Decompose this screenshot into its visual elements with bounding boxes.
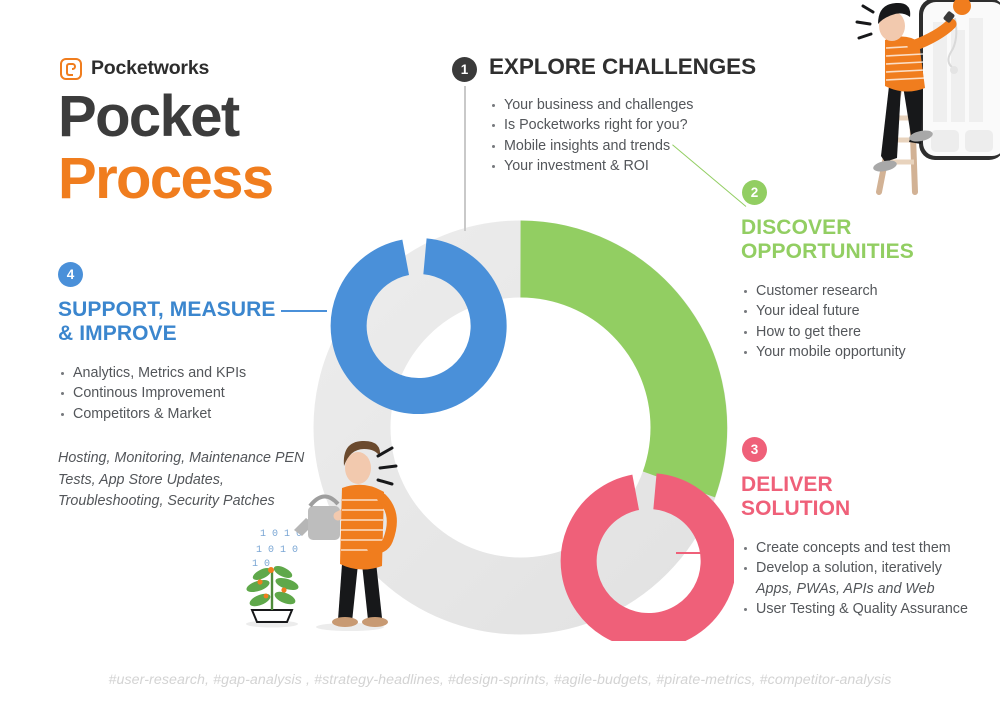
section-3-bullet-list: Create concepts and test them Develop a … bbox=[741, 538, 996, 619]
donut-accent-ring-support bbox=[330, 238, 507, 415]
section-2-heading-line1: DISCOVER bbox=[741, 216, 852, 239]
list-item: Continous Improvement bbox=[58, 383, 328, 403]
section-4-heading-line1: SUPPORT, MEASURE bbox=[58, 298, 276, 321]
section-4-heading-line2: & IMPROVE bbox=[58, 321, 177, 345]
footer-hashtags: #user-research, #gap-analysis , #strateg… bbox=[108, 672, 892, 688]
pocketworks-logo-icon bbox=[60, 57, 82, 80]
section-4-bullet-list: Analytics, Metrics and KPIs Continous Im… bbox=[58, 363, 328, 424]
section-explore-challenges: EXPLORE CHALLENGES Your business and cha… bbox=[489, 54, 789, 176]
page-title-line1: Pocket bbox=[58, 84, 240, 149]
list-item: Develop a solution, iteratively Apps, PW… bbox=[741, 558, 996, 599]
list-item: User Testing & Quality Assurance bbox=[741, 599, 996, 619]
section-deliver-solution: DELIVER SOLUTION Create concepts and tes… bbox=[741, 473, 996, 619]
section-4-note: Hosting, Monitoring, Maintenance PEN Tes… bbox=[58, 449, 305, 510]
list-item: Your mobile opportunity bbox=[741, 342, 991, 362]
list-item: Is Pocketworks right for you? bbox=[489, 115, 789, 135]
painter-on-ladder-illustration bbox=[845, 0, 1000, 196]
brand-logo: Pocketworks bbox=[60, 57, 209, 80]
svg-text:1 0 1 0: 1 0 1 0 bbox=[260, 529, 302, 540]
section-2-heading: DISCOVER OPPORTUNITIES bbox=[741, 216, 991, 263]
stage-badge-4: 4 bbox=[58, 262, 83, 287]
list-item: Customer research bbox=[741, 281, 991, 301]
connector-line-stage-4 bbox=[281, 310, 327, 313]
list-item: Analytics, Metrics and KPIs bbox=[58, 363, 328, 383]
connector-line-stage-3 bbox=[676, 552, 734, 554]
section-4-heading: SUPPORT, MEASURE & IMPROVE bbox=[58, 298, 328, 345]
section-1-bullet-list: Your business and challenges Is Pocketwo… bbox=[489, 95, 789, 176]
section-3-heading-line2: SOLUTION bbox=[741, 496, 851, 520]
gardener-watering-data-plant-illustration: 1 0 1 0 1 0 1 0 1 0 bbox=[238, 424, 413, 639]
list-item: Your business and challenges bbox=[489, 95, 789, 115]
section-2-heading-line2: OPPORTUNITIES bbox=[741, 239, 914, 263]
section-support-measure-improve: SUPPORT, MEASURE & IMPROVE Analytics, Me… bbox=[58, 298, 328, 513]
section-discover-opportunities: DISCOVER OPPORTUNITIES Customer research… bbox=[741, 216, 991, 362]
list-item: Competitors & Market bbox=[58, 404, 328, 424]
stage-badge-1: 1 bbox=[452, 57, 477, 82]
page-title-line2: Process bbox=[58, 146, 274, 211]
donut-segment-discover bbox=[519, 220, 728, 498]
stage-badge-3: 3 bbox=[742, 437, 767, 462]
section-2-bullet-list: Customer research Your ideal future How … bbox=[741, 281, 991, 362]
connector-line-stage-1 bbox=[464, 86, 466, 231]
section-3-heading-line1: DELIVER bbox=[741, 473, 833, 496]
list-item: Your investment & ROI bbox=[489, 156, 789, 176]
svg-text:1 0 1 0: 1 0 1 0 bbox=[256, 545, 298, 556]
brand-name: Pocketworks bbox=[91, 57, 210, 79]
section-3-heading: DELIVER SOLUTION bbox=[741, 473, 996, 520]
process-donut-chart bbox=[307, 214, 734, 641]
list-item: Create concepts and test them bbox=[741, 538, 996, 558]
donut-accent-ring-deliver bbox=[560, 473, 734, 641]
list-item-subtext: Apps, PWAs, APIs and Web bbox=[756, 580, 935, 597]
list-item: Your ideal future bbox=[741, 301, 991, 321]
list-item-text: Develop a solution, iteratively bbox=[756, 560, 942, 577]
list-item: Mobile insights and trends bbox=[489, 136, 789, 156]
list-item: How to get there bbox=[741, 322, 991, 342]
svg-text:1 0: 1 0 bbox=[252, 559, 270, 570]
stage-badge-2: 2 bbox=[742, 180, 767, 205]
section-1-heading: EXPLORE CHALLENGES bbox=[489, 54, 756, 79]
